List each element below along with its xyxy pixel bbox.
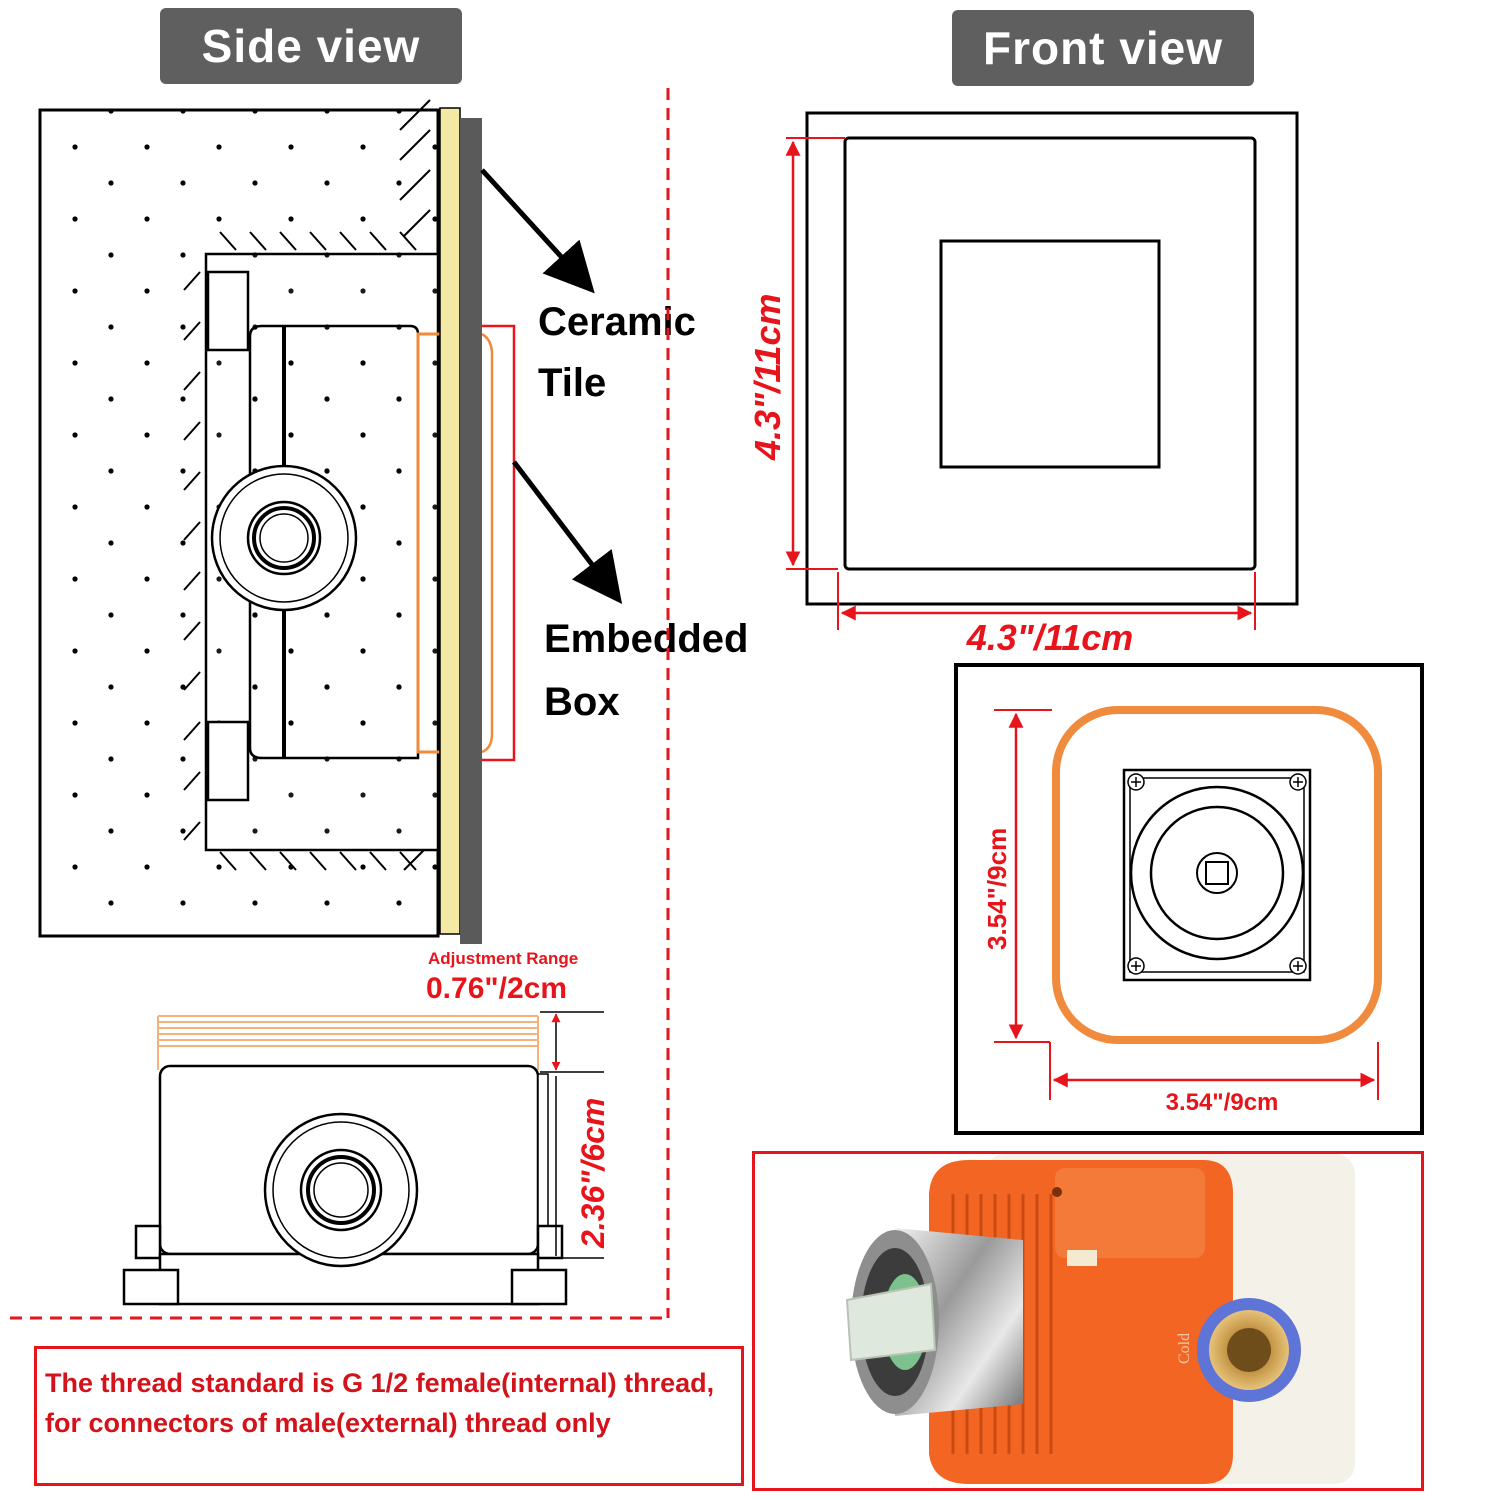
thread-standard-text: The thread standard is G 1/2 female(inte… <box>45 1368 715 1438</box>
mount-lug-bottom <box>206 720 250 802</box>
side-view-title: Side view <box>160 8 462 84</box>
valve-port <box>210 464 358 612</box>
screw-icon <box>1127 773 1307 975</box>
front-view-drawing: 4.3"/11cm 4.3"/11cm <box>747 111 1299 658</box>
box-height-front-dimension: 3.54"/9cm <box>982 828 1012 950</box>
ceramic-tile-label-line2: Tile <box>538 361 606 405</box>
adjustment-bracket <box>416 332 440 754</box>
front-view-title: Front view <box>952 10 1254 86</box>
embedded-box-photo-illustration: Cold <box>845 1154 1355 1484</box>
thread-standard-note: The thread standard is G 1/2 female(inte… <box>34 1346 744 1486</box>
adjustment-range-caption: Adjustment Range <box>428 949 578 968</box>
ceramic-tile-layer <box>460 118 482 944</box>
mount-lug-top <box>206 270 250 352</box>
box-profile-drawing: Adjustment Range 0.76"/2cm 2.36 <box>122 949 611 1306</box>
embedded-box-arrow <box>512 460 623 604</box>
embedded-box-label-line2: Box <box>544 680 620 724</box>
embedded-box-label-line1: Embedded <box>544 617 748 661</box>
box-height-dimension: 2.36"/6cm <box>575 1098 611 1249</box>
cold-port-label: Cold <box>1176 1333 1193 1364</box>
cover-plate-center <box>939 239 1161 469</box>
outer-height-dimension: 4.3"/11cm <box>747 293 788 461</box>
ceramic-tile-arrow <box>480 168 595 294</box>
adjustment-range-value: 0.76"/2cm <box>426 972 567 1005</box>
product-photo: Cold <box>752 1151 1424 1491</box>
side-view-drawing: Ceramic Tile Embedded Box <box>38 99 748 944</box>
box-front-orange-outline <box>1052 706 1382 1044</box>
box-width-front-dimension: 3.54"/9cm <box>1166 1089 1279 1116</box>
ceramic-tile-label-line1: Ceramic <box>538 300 696 344</box>
tile-adhesive-layer <box>439 107 461 935</box>
wall-hatching <box>183 99 431 871</box>
embedded-box-bracket <box>482 324 516 762</box>
outer-width-dimension: 4.3"/11cm <box>966 617 1134 658</box>
box-front-drawing: 3.54"/9cm 3.54"/9cm <box>954 663 1424 1135</box>
